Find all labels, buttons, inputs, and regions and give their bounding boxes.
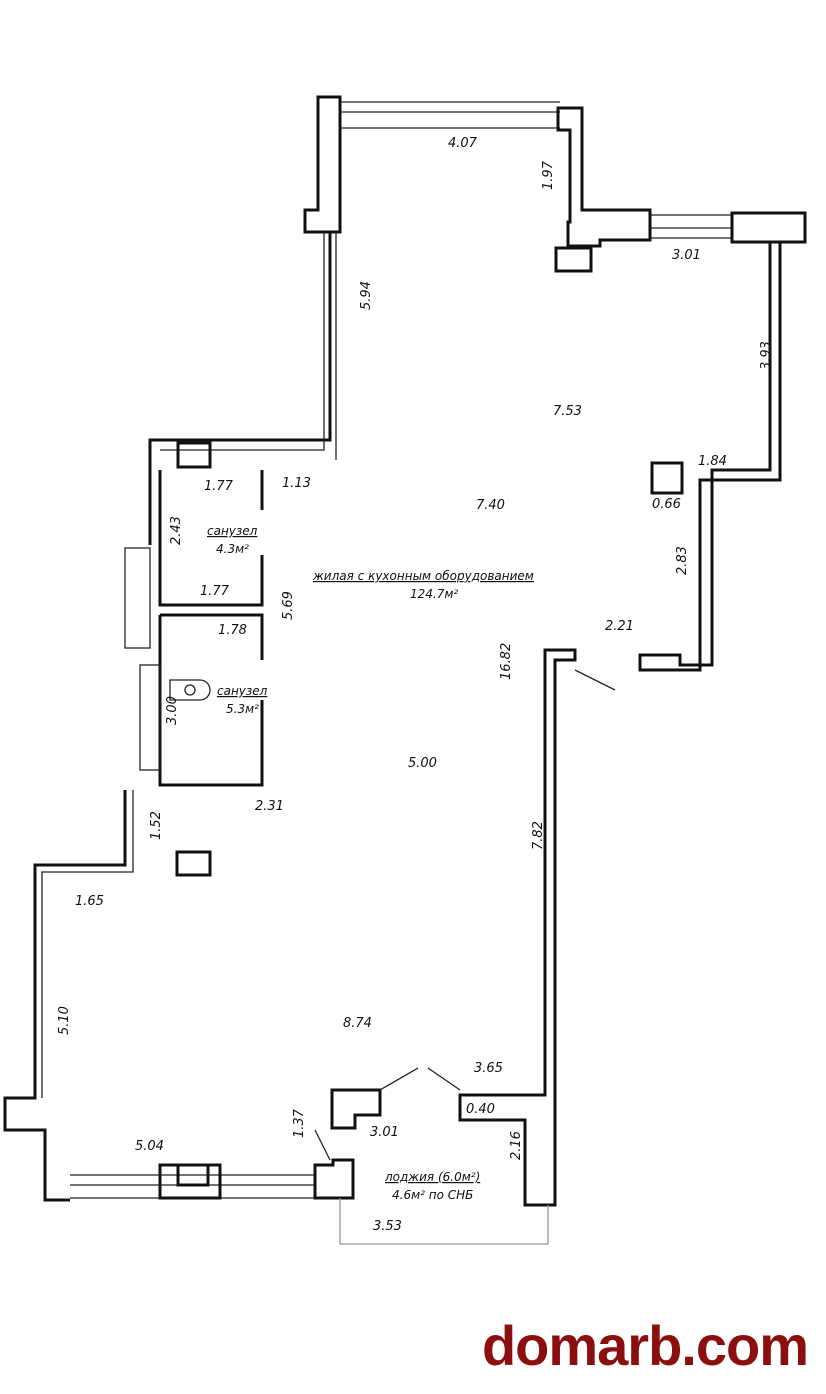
dimension-label: 8.74 xyxy=(343,1016,372,1031)
dimension-label: 1.97 xyxy=(541,160,556,190)
dimension-label: 2.43 xyxy=(169,516,184,545)
dimension-label: 2.31 xyxy=(255,799,284,814)
dimension-label: 2.16 xyxy=(509,1131,524,1160)
dimension-label: 5.69 xyxy=(281,591,296,620)
main-room-area: 124.7м² xyxy=(410,587,458,601)
dimension-label: 5.94 xyxy=(359,281,374,310)
bathroom-2-name: санузел xyxy=(217,684,268,698)
dimension-label: 4.07 xyxy=(448,136,478,151)
dimension-label: 2.21 xyxy=(605,619,634,634)
dimension-label: 3.01 xyxy=(672,248,701,263)
dimension-label: 7.40 xyxy=(476,498,505,513)
walls xyxy=(3,95,807,1245)
loggia-name: лоджия (6.0м²) xyxy=(384,1170,480,1184)
dimension-label: 1.37 xyxy=(292,1108,307,1138)
dimension-label: 5.04 xyxy=(135,1139,164,1154)
dimension-label: 1.84 xyxy=(698,454,727,469)
dimension-label: 3.01 xyxy=(370,1125,399,1140)
dimension-label: 3.53 xyxy=(373,1219,402,1234)
dimension-label: 1.77 xyxy=(204,479,234,494)
dimension-label: 1.52 xyxy=(149,811,164,840)
dimension-label: 3.93 xyxy=(759,341,774,370)
loggia-area: 4.6м² по СНБ xyxy=(392,1188,473,1202)
bathroom-2-area: 5.3м² xyxy=(226,702,259,716)
dimension-label: 7.82 xyxy=(531,821,546,850)
labels: 4.07 1.97 3.01 5.94 3.93 7.53 1.84 0.66 … xyxy=(57,136,774,1234)
dimension-label: 16.82 xyxy=(499,643,514,680)
dimension-label: 3.65 xyxy=(474,1061,503,1076)
dimension-label: 3.00 xyxy=(165,696,180,725)
main-room-name: жилая с кухонным оборудованием xyxy=(312,569,534,583)
dimension-label: 2.83 xyxy=(675,546,690,575)
dimension-label: 7.53 xyxy=(553,404,582,419)
dimension-label: 1.78 xyxy=(218,623,247,638)
dimension-label: 5.10 xyxy=(57,1006,72,1035)
watermark-logo: domarb.com xyxy=(481,1314,809,1377)
dimension-label: 1.13 xyxy=(282,476,311,491)
bathroom-1-area: 4.3м² xyxy=(216,542,249,556)
dimension-label: 1.77 xyxy=(200,584,230,599)
dimension-label: 5.00 xyxy=(408,756,437,771)
bathroom-1-name: санузел xyxy=(207,524,258,538)
dimension-label: 0.66 xyxy=(652,497,681,512)
dimension-label: 0.40 xyxy=(466,1102,495,1117)
dimension-label: 1.65 xyxy=(75,894,104,909)
